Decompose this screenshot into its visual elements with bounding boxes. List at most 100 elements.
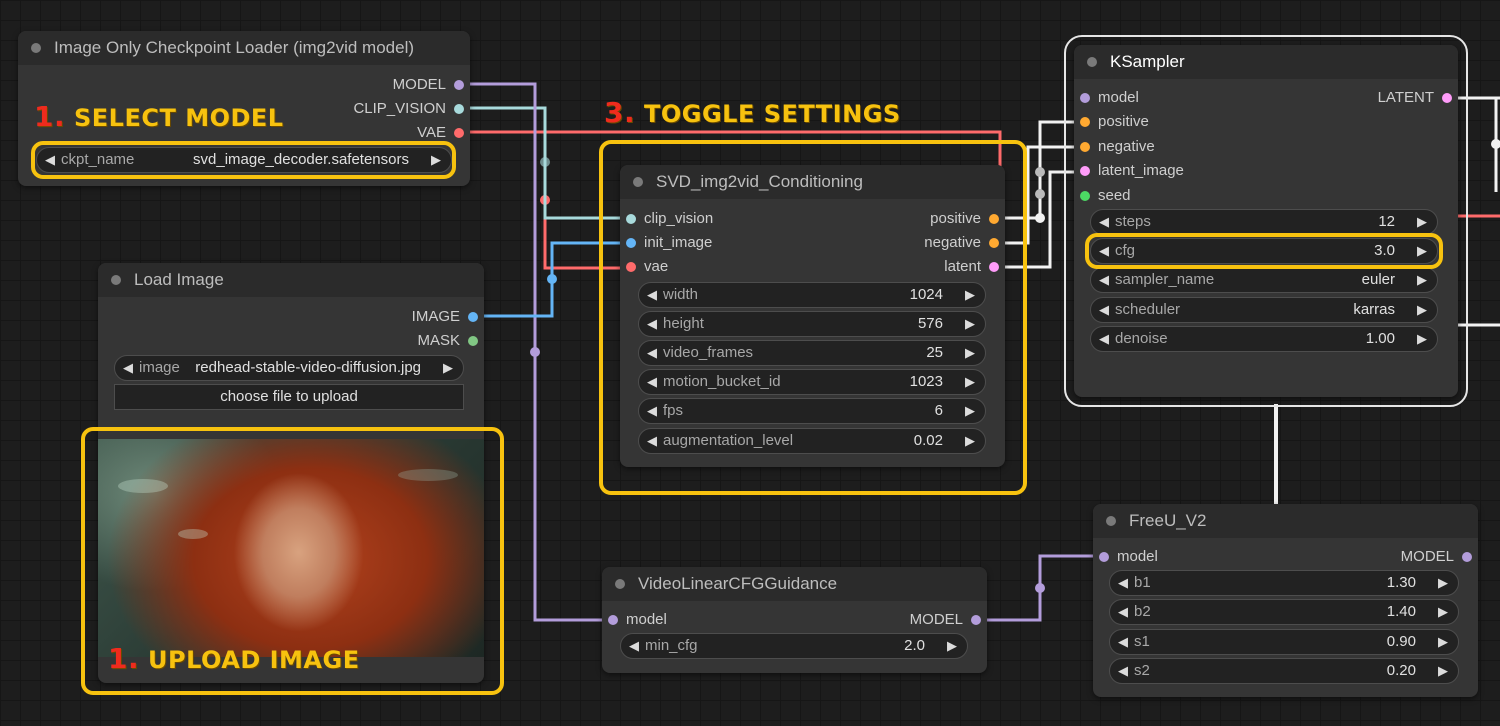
output-dot-icon[interactable] bbox=[468, 336, 478, 346]
output-mask[interactable]: MASK bbox=[417, 331, 484, 351]
arrow-right-icon[interactable]: ▶ bbox=[1417, 243, 1427, 258]
arrow-left-icon[interactable]: ◀ bbox=[647, 433, 657, 448]
input-dot-icon[interactable] bbox=[1080, 142, 1090, 152]
arrow-left-icon[interactable]: ◀ bbox=[647, 287, 657, 302]
input-model[interactable]: model bbox=[1074, 88, 1139, 108]
input-seed[interactable]: seed bbox=[1074, 186, 1131, 206]
arrow-right-icon[interactable]: ▶ bbox=[1417, 302, 1427, 317]
output-vae[interactable]: VAE bbox=[417, 123, 470, 143]
b2-widget[interactable]: ◀ b2 1.40 ▶ bbox=[1109, 599, 1459, 625]
arrow-right-icon[interactable]: ▶ bbox=[965, 403, 975, 418]
arrow-left-icon[interactable]: ◀ bbox=[1118, 663, 1128, 678]
output-clip-vision[interactable]: CLIP_VISION bbox=[353, 99, 470, 119]
input-dot-icon[interactable] bbox=[1080, 93, 1090, 103]
augmentation-level-widget[interactable]: ◀ augmentation_level 0.02 ▶ bbox=[638, 428, 986, 454]
output-dot-icon[interactable] bbox=[468, 312, 478, 322]
arrow-right-icon[interactable]: ▶ bbox=[1417, 272, 1427, 287]
fps-widget[interactable]: ◀ fps 6 ▶ bbox=[638, 398, 986, 424]
arrow-left-icon[interactable]: ◀ bbox=[45, 152, 55, 167]
output-dot-icon[interactable] bbox=[454, 128, 464, 138]
arrow-right-icon[interactable]: ▶ bbox=[947, 638, 957, 653]
arrow-right-icon[interactable]: ▶ bbox=[431, 152, 441, 167]
node-title[interactable]: KSampler bbox=[1074, 45, 1458, 79]
input-dot-icon[interactable] bbox=[626, 262, 636, 272]
output-image[interactable]: IMAGE bbox=[412, 307, 484, 327]
freeu-v2-node[interactable]: FreeU_V2 model MODEL ◀ b1 1.30 ▶ ◀ b2 1.… bbox=[1093, 504, 1478, 697]
input-positive[interactable]: positive bbox=[1074, 112, 1149, 132]
arrow-right-icon[interactable]: ▶ bbox=[443, 360, 453, 375]
arrow-right-icon[interactable]: ▶ bbox=[1417, 214, 1427, 229]
arrow-right-icon[interactable]: ▶ bbox=[965, 316, 975, 331]
arrow-left-icon[interactable]: ◀ bbox=[1099, 243, 1109, 258]
input-vae[interactable]: vae bbox=[620, 257, 668, 277]
svd-conditioning-node[interactable]: SVD_img2vid_Conditioning clip_vision ini… bbox=[620, 165, 1005, 467]
output-latent[interactable]: LATENT bbox=[1378, 88, 1458, 108]
b1-widget[interactable]: ◀ b1 1.30 ▶ bbox=[1109, 570, 1459, 596]
ckpt-name-combo[interactable]: ◀ ckpt_name svd_image_decoder.safetensor… bbox=[36, 147, 452, 173]
arrow-left-icon[interactable]: ◀ bbox=[647, 316, 657, 331]
arrow-right-icon[interactable]: ▶ bbox=[1417, 331, 1427, 346]
node-title[interactable]: VideoLinearCFGGuidance bbox=[602, 567, 987, 601]
input-init-image[interactable]: init_image bbox=[620, 233, 712, 253]
output-dot-icon[interactable] bbox=[1462, 552, 1472, 562]
arrow-left-icon[interactable]: ◀ bbox=[1099, 214, 1109, 229]
video-linear-cfg-node[interactable]: VideoLinearCFGGuidance model MODEL ◀ min… bbox=[602, 567, 987, 673]
arrow-right-icon[interactable]: ▶ bbox=[1438, 634, 1448, 649]
arrow-left-icon[interactable]: ◀ bbox=[647, 345, 657, 360]
video-frames-widget[interactable]: ◀ video_frames 25 ▶ bbox=[638, 340, 986, 366]
arrow-left-icon[interactable]: ◀ bbox=[1118, 604, 1128, 619]
output-negative[interactable]: negative bbox=[924, 233, 1005, 253]
arrow-left-icon[interactable]: ◀ bbox=[1099, 272, 1109, 287]
output-dot-icon[interactable] bbox=[1442, 93, 1452, 103]
node-title[interactable]: Image Only Checkpoint Loader (img2vid mo… bbox=[18, 31, 470, 65]
input-dot-icon[interactable] bbox=[1080, 191, 1090, 201]
denoise-widget[interactable]: ◀ denoise 1.00 ▶ bbox=[1090, 326, 1438, 352]
input-latent-image[interactable]: latent_image bbox=[1074, 161, 1184, 181]
output-dot-icon[interactable] bbox=[454, 104, 464, 114]
output-latent[interactable]: latent bbox=[944, 257, 1005, 277]
arrow-right-icon[interactable]: ▶ bbox=[965, 345, 975, 360]
arrow-right-icon[interactable]: ▶ bbox=[965, 433, 975, 448]
arrow-right-icon[interactable]: ▶ bbox=[965, 287, 975, 302]
s1-widget[interactable]: ◀ s1 0.90 ▶ bbox=[1109, 629, 1459, 655]
output-model[interactable]: MODEL bbox=[910, 610, 987, 630]
s2-widget[interactable]: ◀ s2 0.20 ▶ bbox=[1109, 658, 1459, 684]
input-negative[interactable]: negative bbox=[1074, 137, 1155, 157]
output-dot-icon[interactable] bbox=[971, 615, 981, 625]
height-widget[interactable]: ◀ height 576 ▶ bbox=[638, 311, 986, 337]
output-dot-icon[interactable] bbox=[989, 214, 999, 224]
min-cfg-widget[interactable]: ◀ min_cfg 2.0 ▶ bbox=[620, 633, 968, 659]
arrow-left-icon[interactable]: ◀ bbox=[123, 360, 133, 375]
output-dot-icon[interactable] bbox=[989, 238, 999, 248]
steps-widget[interactable]: ◀ steps 12 ▶ bbox=[1090, 209, 1438, 235]
checkpoint-loader-node[interactable]: Image Only Checkpoint Loader (img2vid mo… bbox=[18, 31, 470, 186]
collapse-dot-icon[interactable] bbox=[633, 177, 643, 187]
arrow-right-icon[interactable]: ▶ bbox=[1438, 663, 1448, 678]
load-image-node[interactable]: Load Image IMAGE MASK ◀ image redhead-st… bbox=[98, 263, 484, 683]
width-widget[interactable]: ◀ width 1024 ▶ bbox=[638, 282, 986, 308]
input-dot-icon[interactable] bbox=[608, 615, 618, 625]
collapse-dot-icon[interactable] bbox=[615, 579, 625, 589]
arrow-right-icon[interactable]: ▶ bbox=[1438, 575, 1448, 590]
arrow-left-icon[interactable]: ◀ bbox=[629, 638, 639, 653]
sampler-name-widget[interactable]: ◀ sampler_name euler ▶ bbox=[1090, 267, 1438, 293]
output-dot-icon[interactable] bbox=[989, 262, 999, 272]
input-dot-icon[interactable] bbox=[626, 214, 636, 224]
input-dot-icon[interactable] bbox=[1080, 166, 1090, 176]
motion-bucket-id-widget[interactable]: ◀ motion_bucket_id 1023 ▶ bbox=[638, 369, 986, 395]
arrow-left-icon[interactable]: ◀ bbox=[647, 374, 657, 389]
input-model[interactable]: model bbox=[1093, 547, 1158, 567]
scheduler-widget[interactable]: ◀ scheduler karras ▶ bbox=[1090, 297, 1438, 323]
input-clip-vision[interactable]: clip_vision bbox=[620, 209, 713, 229]
arrow-left-icon[interactable]: ◀ bbox=[647, 403, 657, 418]
arrow-left-icon[interactable]: ◀ bbox=[1118, 634, 1128, 649]
node-title[interactable]: SVD_img2vid_Conditioning bbox=[620, 165, 1005, 199]
ksampler-node[interactable]: KSampler model positive negative latent_… bbox=[1064, 35, 1468, 407]
input-model[interactable]: model bbox=[602, 610, 667, 630]
arrow-left-icon[interactable]: ◀ bbox=[1099, 331, 1109, 346]
image-combo[interactable]: ◀ image redhead-stable-video-diffusion.j… bbox=[114, 355, 464, 381]
choose-file-button[interactable]: choose file to upload bbox=[114, 384, 464, 410]
arrow-right-icon[interactable]: ▶ bbox=[1438, 604, 1448, 619]
input-dot-icon[interactable] bbox=[1099, 552, 1109, 562]
collapse-dot-icon[interactable] bbox=[31, 43, 41, 53]
